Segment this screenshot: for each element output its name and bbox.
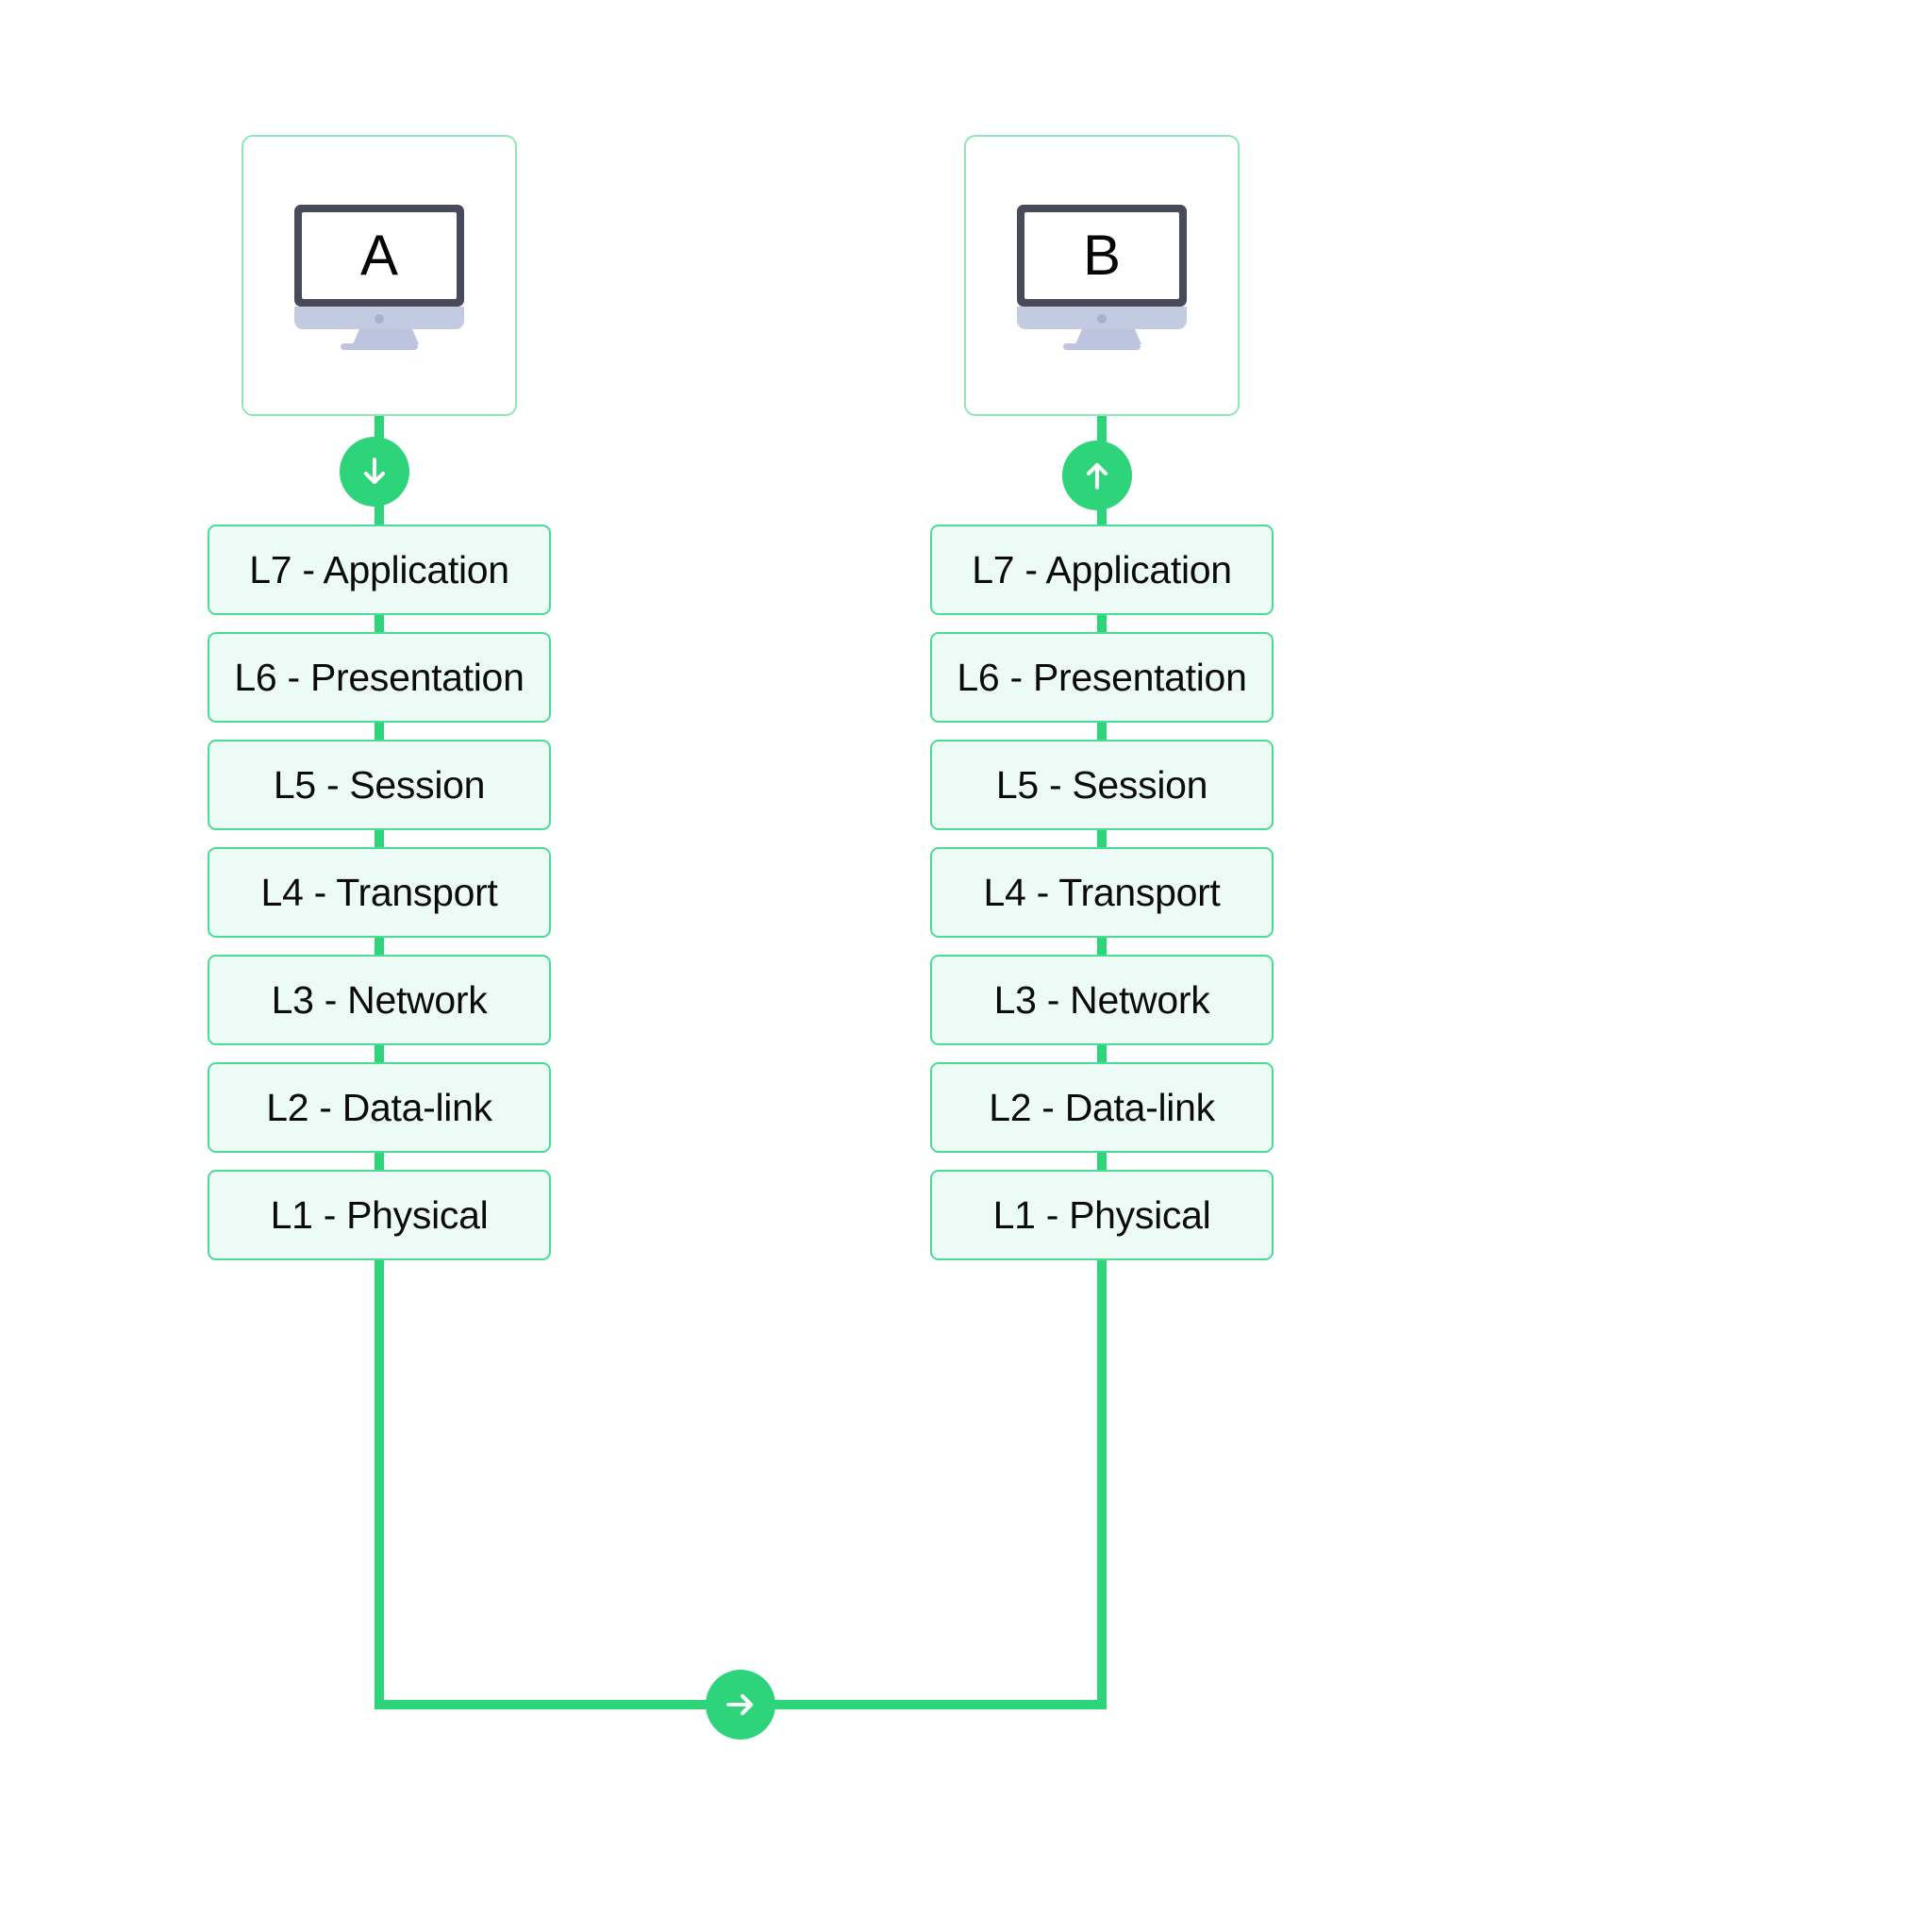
- layer-label: L2 - Data-link: [989, 1085, 1215, 1129]
- monitor-screen: A: [302, 212, 457, 299]
- layer-box-left-l2[interactable]: L2 - Data-link: [208, 1062, 551, 1153]
- connector-line-b-bottom: [1097, 1623, 1107, 1709]
- layer-label: L7 - Application: [249, 547, 509, 591]
- arrow-right-icon: [706, 1670, 775, 1740]
- layer-box-right-l4[interactable]: L4 - Transport: [930, 847, 1274, 938]
- layer-label: L4 - Transport: [983, 870, 1221, 914]
- desktop-monitor-icon: B: [1017, 205, 1187, 350]
- layer-box-right-l3[interactable]: L3 - Network: [930, 955, 1274, 1045]
- monitor-stand-foot: [341, 343, 418, 350]
- layer-box-left-l4[interactable]: L4 - Transport: [208, 847, 551, 938]
- layer-box-left-l6[interactable]: L6 - Presentation: [208, 632, 551, 723]
- layer-label: L4 - Transport: [260, 870, 498, 914]
- layer-box-right-l5[interactable]: L5 - Session: [930, 740, 1274, 830]
- layer-box-left-l5[interactable]: L5 - Session: [208, 740, 551, 830]
- desktop-monitor-icon: A: [294, 205, 464, 350]
- layer-label: L7 - Application: [972, 547, 1232, 591]
- monitor-stand-neck: [1075, 329, 1141, 344]
- monitor-stand-foot: [1063, 343, 1141, 350]
- endpoint-card-a[interactable]: A: [242, 135, 517, 416]
- connector-line-a-bottom: [375, 1623, 384, 1709]
- endpoint-label-a: A: [359, 224, 399, 287]
- layer-label: L1 - Physical: [992, 1192, 1211, 1237]
- layer-label: L6 - Presentation: [234, 655, 525, 699]
- layer-box-right-l7[interactable]: L7 - Application: [930, 525, 1274, 615]
- arrow-up-icon: [1062, 441, 1132, 510]
- endpoint-label-b: B: [1082, 224, 1122, 287]
- layer-box-right-l6[interactable]: L6 - Presentation: [930, 632, 1274, 723]
- layer-box-left-l7[interactable]: L7 - Application: [208, 525, 551, 615]
- layer-label: L5 - Session: [273, 762, 486, 807]
- monitor-power-dot: [1097, 314, 1107, 324]
- layer-label: L5 - Session: [995, 762, 1208, 807]
- layer-box-left-l3[interactable]: L3 - Network: [208, 955, 551, 1045]
- layer-label: L6 - Presentation: [957, 655, 1247, 699]
- monitor-power-dot: [375, 314, 384, 324]
- layer-label: L2 - Data-link: [266, 1085, 492, 1129]
- arrow-down-icon: [340, 437, 409, 507]
- layer-box-right-l2[interactable]: L2 - Data-link: [930, 1062, 1274, 1153]
- monitor-screen: B: [1024, 212, 1179, 299]
- endpoint-card-b[interactable]: B: [964, 135, 1240, 416]
- layer-box-left-l1[interactable]: L1 - Physical: [208, 1170, 551, 1260]
- layer-label: L3 - Network: [271, 977, 488, 1022]
- layer-box-right-l1[interactable]: L1 - Physical: [930, 1170, 1274, 1260]
- layer-label: L1 - Physical: [270, 1192, 489, 1237]
- monitor-stand-neck: [353, 329, 419, 344]
- layer-label: L3 - Network: [993, 977, 1210, 1022]
